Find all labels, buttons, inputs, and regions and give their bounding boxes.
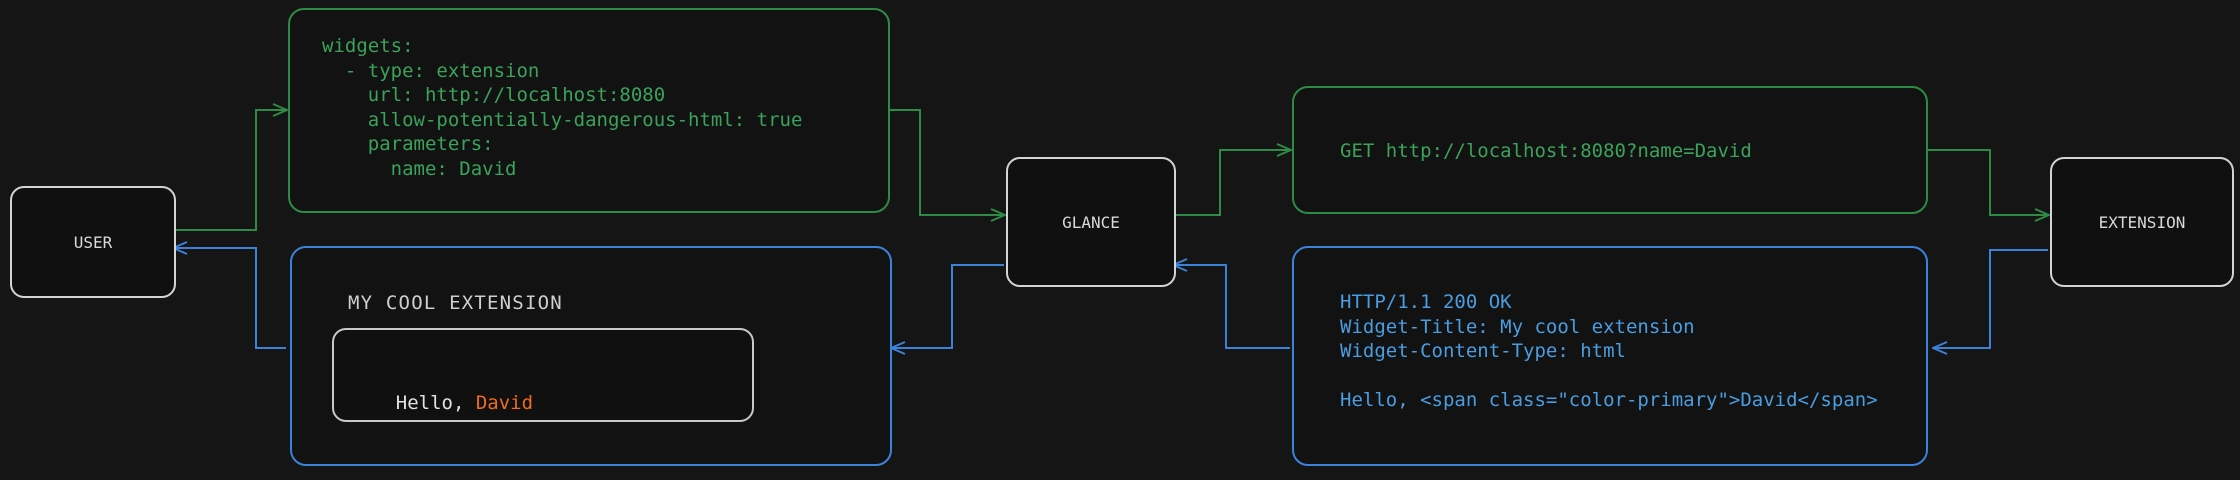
config-panel[interactable] [288, 8, 890, 213]
request-panel[interactable] [1292, 86, 1928, 214]
node-glance[interactable]: GLANCE [1006, 157, 1176, 287]
edge-glance-to-request [1172, 150, 1290, 216]
edge-widget-to-user [174, 248, 286, 349]
edge-response-to-glance [1174, 265, 1290, 349]
edge-request-to-extension [1928, 149, 2048, 215]
config-panel-code: widgets: - type: extension url: http://l… [322, 35, 803, 180]
widget-preview-title: MY COOL EXTENSION [348, 292, 563, 314]
widget-preview-body [332, 328, 754, 422]
node-extension[interactable]: EXTENSION [2050, 157, 2234, 287]
node-glance-label: GLANCE [1062, 212, 1120, 232]
edge-extension-to-response [1934, 249, 2048, 348]
node-user[interactable]: USER [10, 186, 176, 298]
edge-user-to-config [172, 110, 286, 231]
greeting-name: David [475, 392, 534, 414]
response-panel[interactable] [1292, 246, 1928, 466]
request-panel-code: GET http://localhost:8080?name=David [1340, 140, 1752, 162]
edge-config-to-glance [890, 109, 1004, 215]
response-panel-code: HTTP/1.1 200 OK Widget-Title: My cool ex… [1340, 291, 1878, 411]
node-user-label: USER [73, 232, 113, 252]
edge-glance-to-widget [892, 264, 1004, 348]
greeting-prefix: Hello, [395, 392, 476, 414]
widget-preview-greeting: Hello, David [350, 370, 533, 436]
node-extension-label: EXTENSION [2098, 212, 2186, 232]
